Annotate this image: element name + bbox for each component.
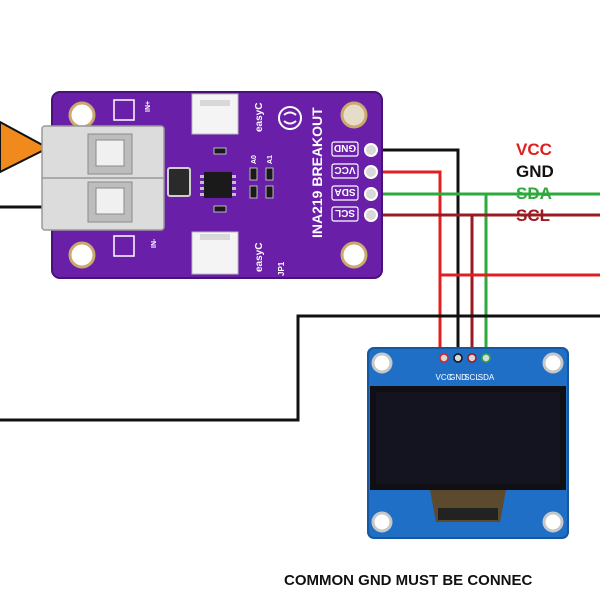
pad-vcc: [364, 165, 378, 179]
oled-hole-tr: [542, 352, 564, 374]
oled-module: VCC GND SCL SDA: [367, 347, 569, 539]
pad-sda: [364, 187, 378, 201]
wire-gnd: [372, 148, 460, 358]
oled-ribbon-connector: [438, 508, 498, 520]
pin-label-vcc: VCC: [334, 164, 355, 175]
ina219-chip: [204, 172, 232, 198]
label-easyc-bottom: easyC: [254, 243, 265, 272]
legend-scl: SCL: [516, 206, 550, 225]
footer-note: COMMON GND MUST BE CONNEC: [284, 572, 532, 589]
wire-gnd-return: [0, 314, 600, 422]
mount-hole-tl: [68, 101, 96, 129]
oled-pin-gnd: GND: [449, 373, 467, 382]
oled-pin-sda: SDA: [478, 373, 495, 382]
mount-hole-tr: [340, 101, 368, 129]
terminal-screw-top: [95, 139, 125, 167]
easyc-logo-mark: [283, 111, 297, 125]
easyc-connector-top-slot: [200, 100, 230, 106]
chip-pins: [200, 175, 236, 196]
legend-sda: SDA: [516, 184, 552, 203]
pin-label-scl: SCL: [335, 207, 355, 218]
label-jp1: JP1: [277, 261, 286, 276]
wires: [0, 148, 600, 422]
label-in-minus: IN-: [151, 238, 158, 248]
legend-gnd: GND: [516, 162, 554, 181]
easyc-connector-bottom-slot: [200, 234, 230, 240]
fuse-icon-bottom: [113, 235, 135, 257]
mount-hole-br: [340, 241, 368, 269]
smd-parts: [213, 147, 274, 213]
label-easyc-top: easyC: [254, 103, 265, 132]
oled-hole-bl: [371, 511, 393, 533]
oled-hole-br: [542, 511, 564, 533]
arrow-shape: [0, 120, 51, 174]
board-title: INA219 BREAKOUT: [309, 107, 325, 238]
fuse-icon-top: [113, 99, 135, 121]
pad-gnd: [364, 143, 378, 157]
terminal-screw-bottom: [95, 187, 125, 215]
pin-label-sda: SDA: [334, 186, 355, 197]
oled-header: [439, 353, 491, 363]
pad-scl: [364, 208, 378, 222]
wire-vcc: [372, 170, 442, 358]
mount-hole-bl: [68, 241, 96, 269]
oled-screen: [376, 392, 560, 484]
label-a0: A0: [251, 155, 258, 164]
oled-hole-tl: [371, 352, 393, 374]
legend-vcc: VCC: [516, 140, 552, 159]
label-in-plus: IN+: [145, 101, 152, 112]
shunt-resistor: [167, 167, 191, 197]
easyc-logo-icon: [278, 106, 302, 130]
label-a1: A1: [267, 155, 274, 164]
wire-legend: VCC GND SDA SCL: [516, 140, 554, 225]
oled-pin-scl: SCL: [464, 373, 480, 382]
pin-label-gnd: GND: [334, 142, 356, 153]
oled-pin-vcc: VCC: [436, 373, 453, 382]
ina219-board: IN+ IN- A0 A1 easyC easyC JP1 INA219 BRE…: [41, 91, 383, 279]
header-pins: GND VCC SDA SCL: [331, 141, 378, 222]
